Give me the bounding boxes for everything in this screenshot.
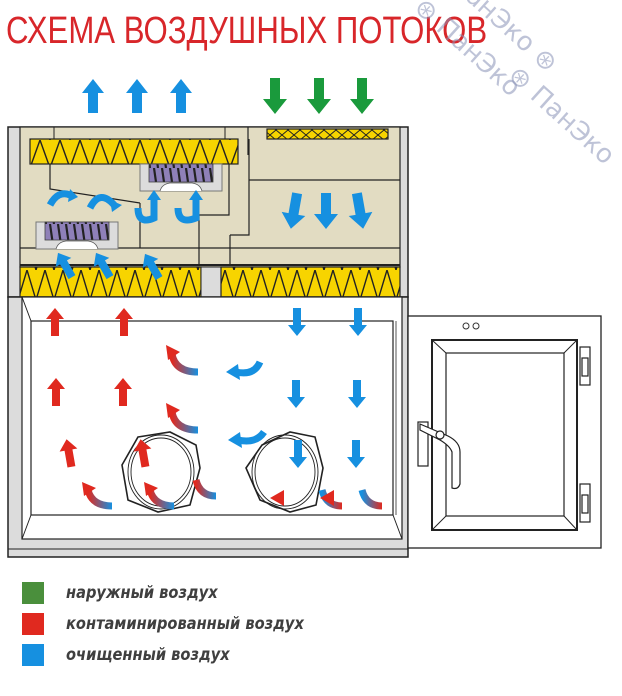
outside-air-arrow [350,78,374,114]
work-chamber [7,296,409,558]
diagram-title: СХЕМА ВОЗДУШНЫХ ПОТОКОВ [6,10,488,52]
outside-air-arrow [307,78,331,114]
door-handle [417,421,461,490]
outside-air-arrow [263,78,287,114]
legend-item-contaminated-air: контаминированный воздух [22,613,343,635]
glove-port-left [121,431,201,513]
legend-swatch-blue [22,644,44,666]
clean-flow-arrow [174,198,200,224]
top-housing [7,126,409,298]
clean-exhaust-arrow [170,79,192,113]
legend-item-clean-air: очищенный воздух [22,644,256,666]
inlet-prefilter [266,128,389,140]
exhaust-arrows [82,79,192,113]
mixed-flow-arrow [358,488,383,510]
clean-flow-arrow [46,190,72,207]
main-hepa-filter-right [220,266,401,298]
transfer-chamber-door [407,315,602,549]
recirculation-fan [35,221,119,250]
exhaust-fan [139,163,223,192]
glove-port-right [245,431,324,513]
clean-exhaust-arrow [126,79,148,113]
intake-arrows [263,78,374,114]
door-hinges [579,346,591,523]
legend-swatch-red [22,613,44,635]
mixed-flow-arrow [192,478,217,500]
clean-exhaust-arrow [82,79,104,113]
exhaust-hepa-filter [29,138,239,165]
clean-flow-arrow [134,198,158,224]
legend-swatch-green [22,582,44,604]
legend-item-outside-air: наружный воздух [22,582,242,604]
